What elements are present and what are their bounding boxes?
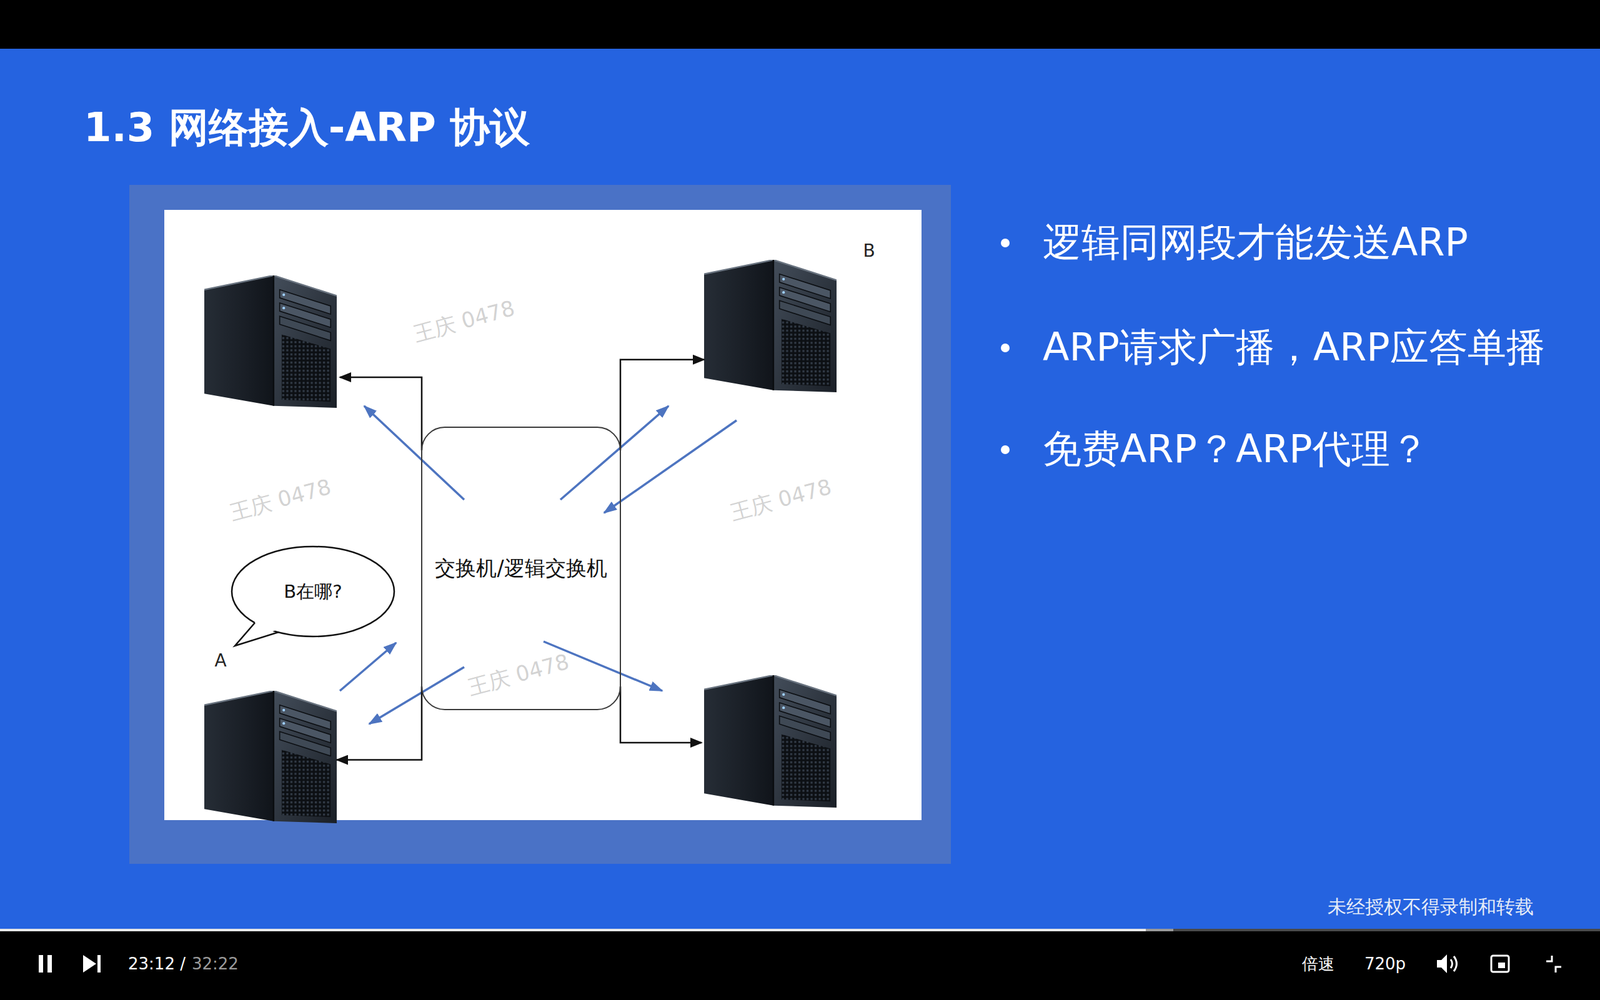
bubble-text: B在哪? (283, 580, 342, 603)
slide-title: 1.3 网络接入-ARP 协议 (83, 99, 530, 155)
pip-icon (1491, 955, 1509, 973)
bullet-text: 逻辑同网段才能发送ARP (1042, 219, 1469, 266)
volume-icon (1436, 954, 1457, 974)
server-node: A (204, 693, 337, 822)
watermark: 王庆 0478 (727, 474, 835, 526)
copyright-note-wrap: 未经授权不得录制和转载 (1327, 895, 1534, 919)
watermark: 王庆 0478 (465, 649, 572, 701)
switch-label: 交换机/逻辑交换机 (434, 554, 607, 583)
time-total-wrap: 32:22 (191, 954, 239, 974)
connector (620, 359, 705, 451)
copyright-note: 未经授权不得录制和转载 (1327, 895, 1534, 919)
watermark-wrap: 王庆 0478 (727, 474, 835, 526)
progress-track (0, 929, 1600, 932)
title-wrap: 1.3 网络接入-ARP 协议 (83, 99, 530, 155)
server-icon (204, 275, 337, 408)
port-link (339, 377, 422, 451)
bullet-dot (1000, 343, 1010, 353)
exit-fullscreen-icon (1546, 955, 1562, 973)
time-current-wrap: 23:12 / (128, 954, 186, 974)
quality-button-wrap: 720p (1364, 954, 1406, 974)
bullet-dot (1000, 238, 1010, 248)
packet-arrow (369, 667, 465, 725)
server-tag: B (862, 240, 875, 262)
watermark-wrap: 王庆 0478 (411, 295, 518, 347)
bubble-text-wrap: B在哪? (229, 544, 397, 639)
bullet-text-wrap: 免费ARP？ARP代理？ (1042, 426, 1429, 473)
watermark: 王庆 0478 (411, 295, 518, 347)
next-icon (97, 955, 101, 973)
progress-played (0, 929, 1146, 932)
packet-arrow (604, 420, 737, 513)
watermark: 王庆 0478 (227, 474, 334, 526)
server-tag: A (214, 650, 227, 672)
picture-frame (129, 184, 951, 865)
server-node: B (704, 259, 837, 393)
connector (336, 686, 422, 761)
server-icon (204, 690, 337, 824)
port-link (620, 686, 702, 743)
server-icon (704, 259, 837, 393)
packet-arrow (339, 642, 397, 691)
speed-button: 倍速 (1301, 954, 1335, 974)
server-icon (704, 675, 837, 808)
bullet-text: ARP请求广播，ARP应答单播 (1042, 324, 1546, 371)
quality-button: 720p (1364, 954, 1406, 974)
bullet-text: 免费ARP？ARP代理？ (1042, 426, 1429, 473)
server-tag-wrap: B (862, 240, 875, 262)
bubble-tail (234, 622, 279, 646)
slide-background (0, 48, 1600, 931)
bullet-dot (1000, 445, 1010, 455)
bullet-text-wrap: 逻辑同网段才能发送ARP (1042, 219, 1469, 266)
packet-arrow (560, 406, 669, 500)
time-current: 23:12 / (128, 954, 186, 974)
progress-buffered (0, 929, 1174, 932)
watermark-wrap: 王庆 0478 (227, 474, 334, 526)
next-icon (83, 955, 97, 973)
pause-icon (38, 955, 44, 973)
packet-arrow (364, 406, 465, 500)
speed-button-wrap: 倍速 (1301, 954, 1335, 974)
pause-icon (47, 955, 52, 973)
speech-bubble: B在哪? (229, 544, 397, 651)
time-total: 32:22 (191, 954, 239, 974)
bullet-text-wrap: ARP请求广播，ARP应答单播 (1042, 324, 1546, 371)
server-tag-wrap: A (214, 650, 227, 672)
watermark-wrap: 王庆 0478 (465, 649, 572, 701)
bubble-tail-fill (234, 620, 278, 646)
